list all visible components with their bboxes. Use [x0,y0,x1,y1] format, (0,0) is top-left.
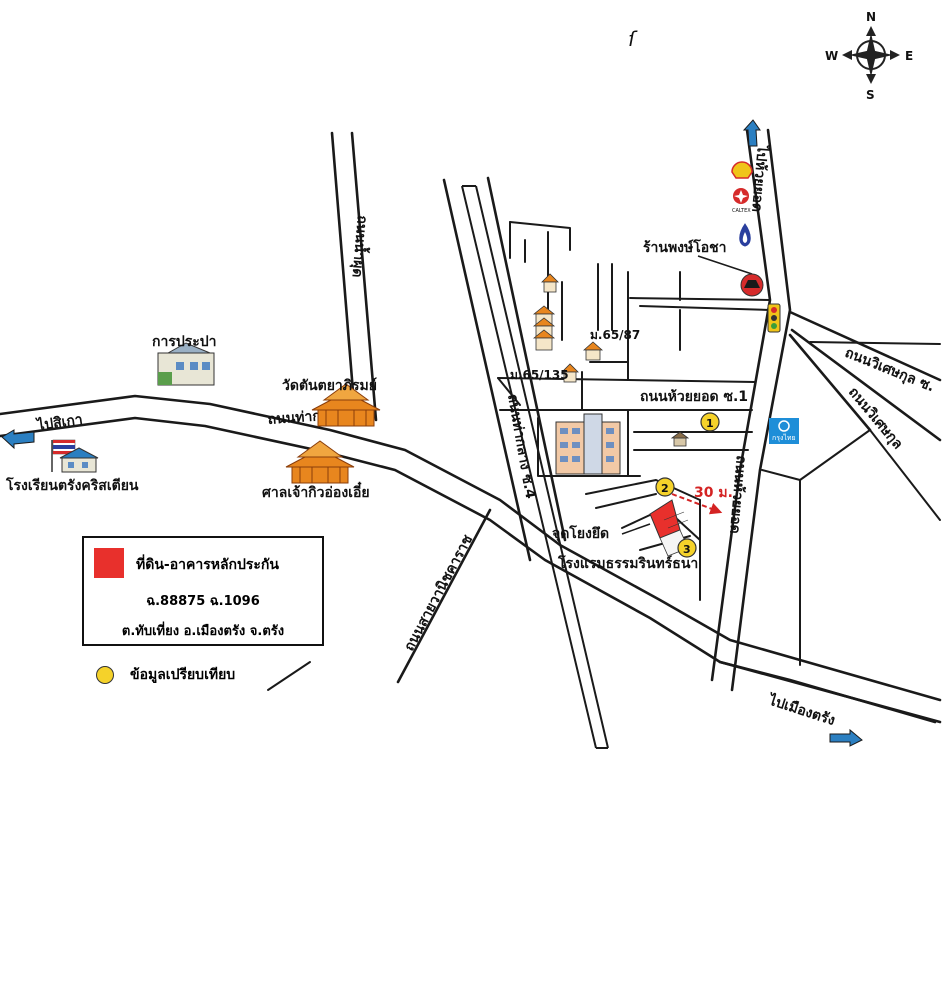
label-to-mueang-trang: ไปเมืองตรัง [765,690,838,729]
house-icon [532,329,556,351]
local-streets [509,221,771,411]
label-landmark-point: จุดโยงยึด [552,524,609,542]
legend-collateral: ที่ดิน-อาคารหลักประกัน [136,557,279,573]
compass-north: N [866,10,876,24]
school-icon [51,439,99,473]
compass-rose: N S E W [825,10,913,102]
house-icon [541,273,559,293]
label-water-works: การประปา [152,334,217,350]
page-mark: ſ [628,27,638,51]
label-moo-65-87: ม.65/87 [590,328,640,342]
shop-icon [740,273,764,297]
bank-icon: กรุงไทย [769,418,799,444]
arrow-to-sikao-icon [1,429,35,450]
legend-box: ที่ดิน-อาคารหลักประกัน ฉ.88875 ฉ.1096 ต.… [82,536,324,646]
legend-comparable: ข้อมูลเปรียบเทียบ [96,664,235,686]
road-wisetkun [761,310,942,666]
caltex-icon: CALTEX [732,188,751,214]
road-nam-phut [330,131,378,422]
legend-deed: ฉ.88875 ฉ.1096 [146,594,260,609]
compass-south: S [866,88,875,102]
label-shop: ร้านพงษ์โอชา [643,238,727,256]
water-works-icon [157,342,215,386]
house-icon [582,341,604,361]
railway [461,185,609,749]
road-to-mueang-trang [718,660,942,724]
legend-location: ต.ทับเที่ยง อ.เมืองตรัง จ.ตรัง [121,624,285,639]
label-sai-wanit: ถนนสายวานิชคาราช [401,532,476,654]
road-tha-klang-soi4 [442,176,567,562]
house-icon [561,363,579,383]
label-moo-65-135: ม.65/135 [510,368,569,382]
small-building-icon [670,431,690,447]
comparable-dot-icon [96,666,114,684]
comparable-marker-1: 1 [700,412,720,432]
road-huai-yot [710,128,792,692]
arrow-to-mueang-trang-icon [829,728,863,747]
road-sai-wanit [396,508,492,684]
comparable-number: 2 [661,482,669,495]
label-caltex: CALTEX [732,208,751,214]
compass-east: E [905,49,913,63]
arrow-to-huai-yot-icon [742,119,761,147]
shell-icon [731,161,753,179]
label-bank: กรุงไทย [772,433,796,442]
road-huai-yot-soi1 [497,377,756,411]
label-huai-yot-soi1: ถนนห้วยยอด ซ.1 [640,389,748,405]
legend-comparable-label: ข้อมูลเปรียบเทียบ [130,667,236,683]
label-shrine: ศาลเจ้ากิวอ่องเอี๋ย [262,481,370,501]
label-temple: วัดตันตยาภิรมย์ [282,377,377,394]
comparable-number: 1 [706,417,714,430]
label-nam-phut: ถนนน้ำผุด [349,215,374,279]
distance-arrow [671,493,723,515]
temple-icon [311,383,381,427]
ptt-icon [739,223,751,247]
comparable-marker-2: 2 [655,477,675,497]
shrine-icon [285,440,355,484]
label-hotel: โรงแรมธรรมรินทร์ธนา [557,554,698,572]
hotel-building-icon [555,413,621,475]
label-distance: 30 ม. [694,485,733,501]
collateral-swatch [94,548,124,578]
label-huai-yot: ถนนห้วยยอด [726,455,749,535]
label-school: โรงเรียนตรังคริสเตียน [5,476,139,494]
traffic-light-icon [767,303,781,333]
compass-west: W [825,49,838,63]
label-to-huai-yot: ไปห้วยยอด [748,143,772,213]
comparable-number: 3 [683,543,691,556]
label-to-sikao: ไปสิเกา [34,410,84,434]
collateral-property-marker [649,499,689,557]
comparable-marker-3: 3 [677,538,697,558]
